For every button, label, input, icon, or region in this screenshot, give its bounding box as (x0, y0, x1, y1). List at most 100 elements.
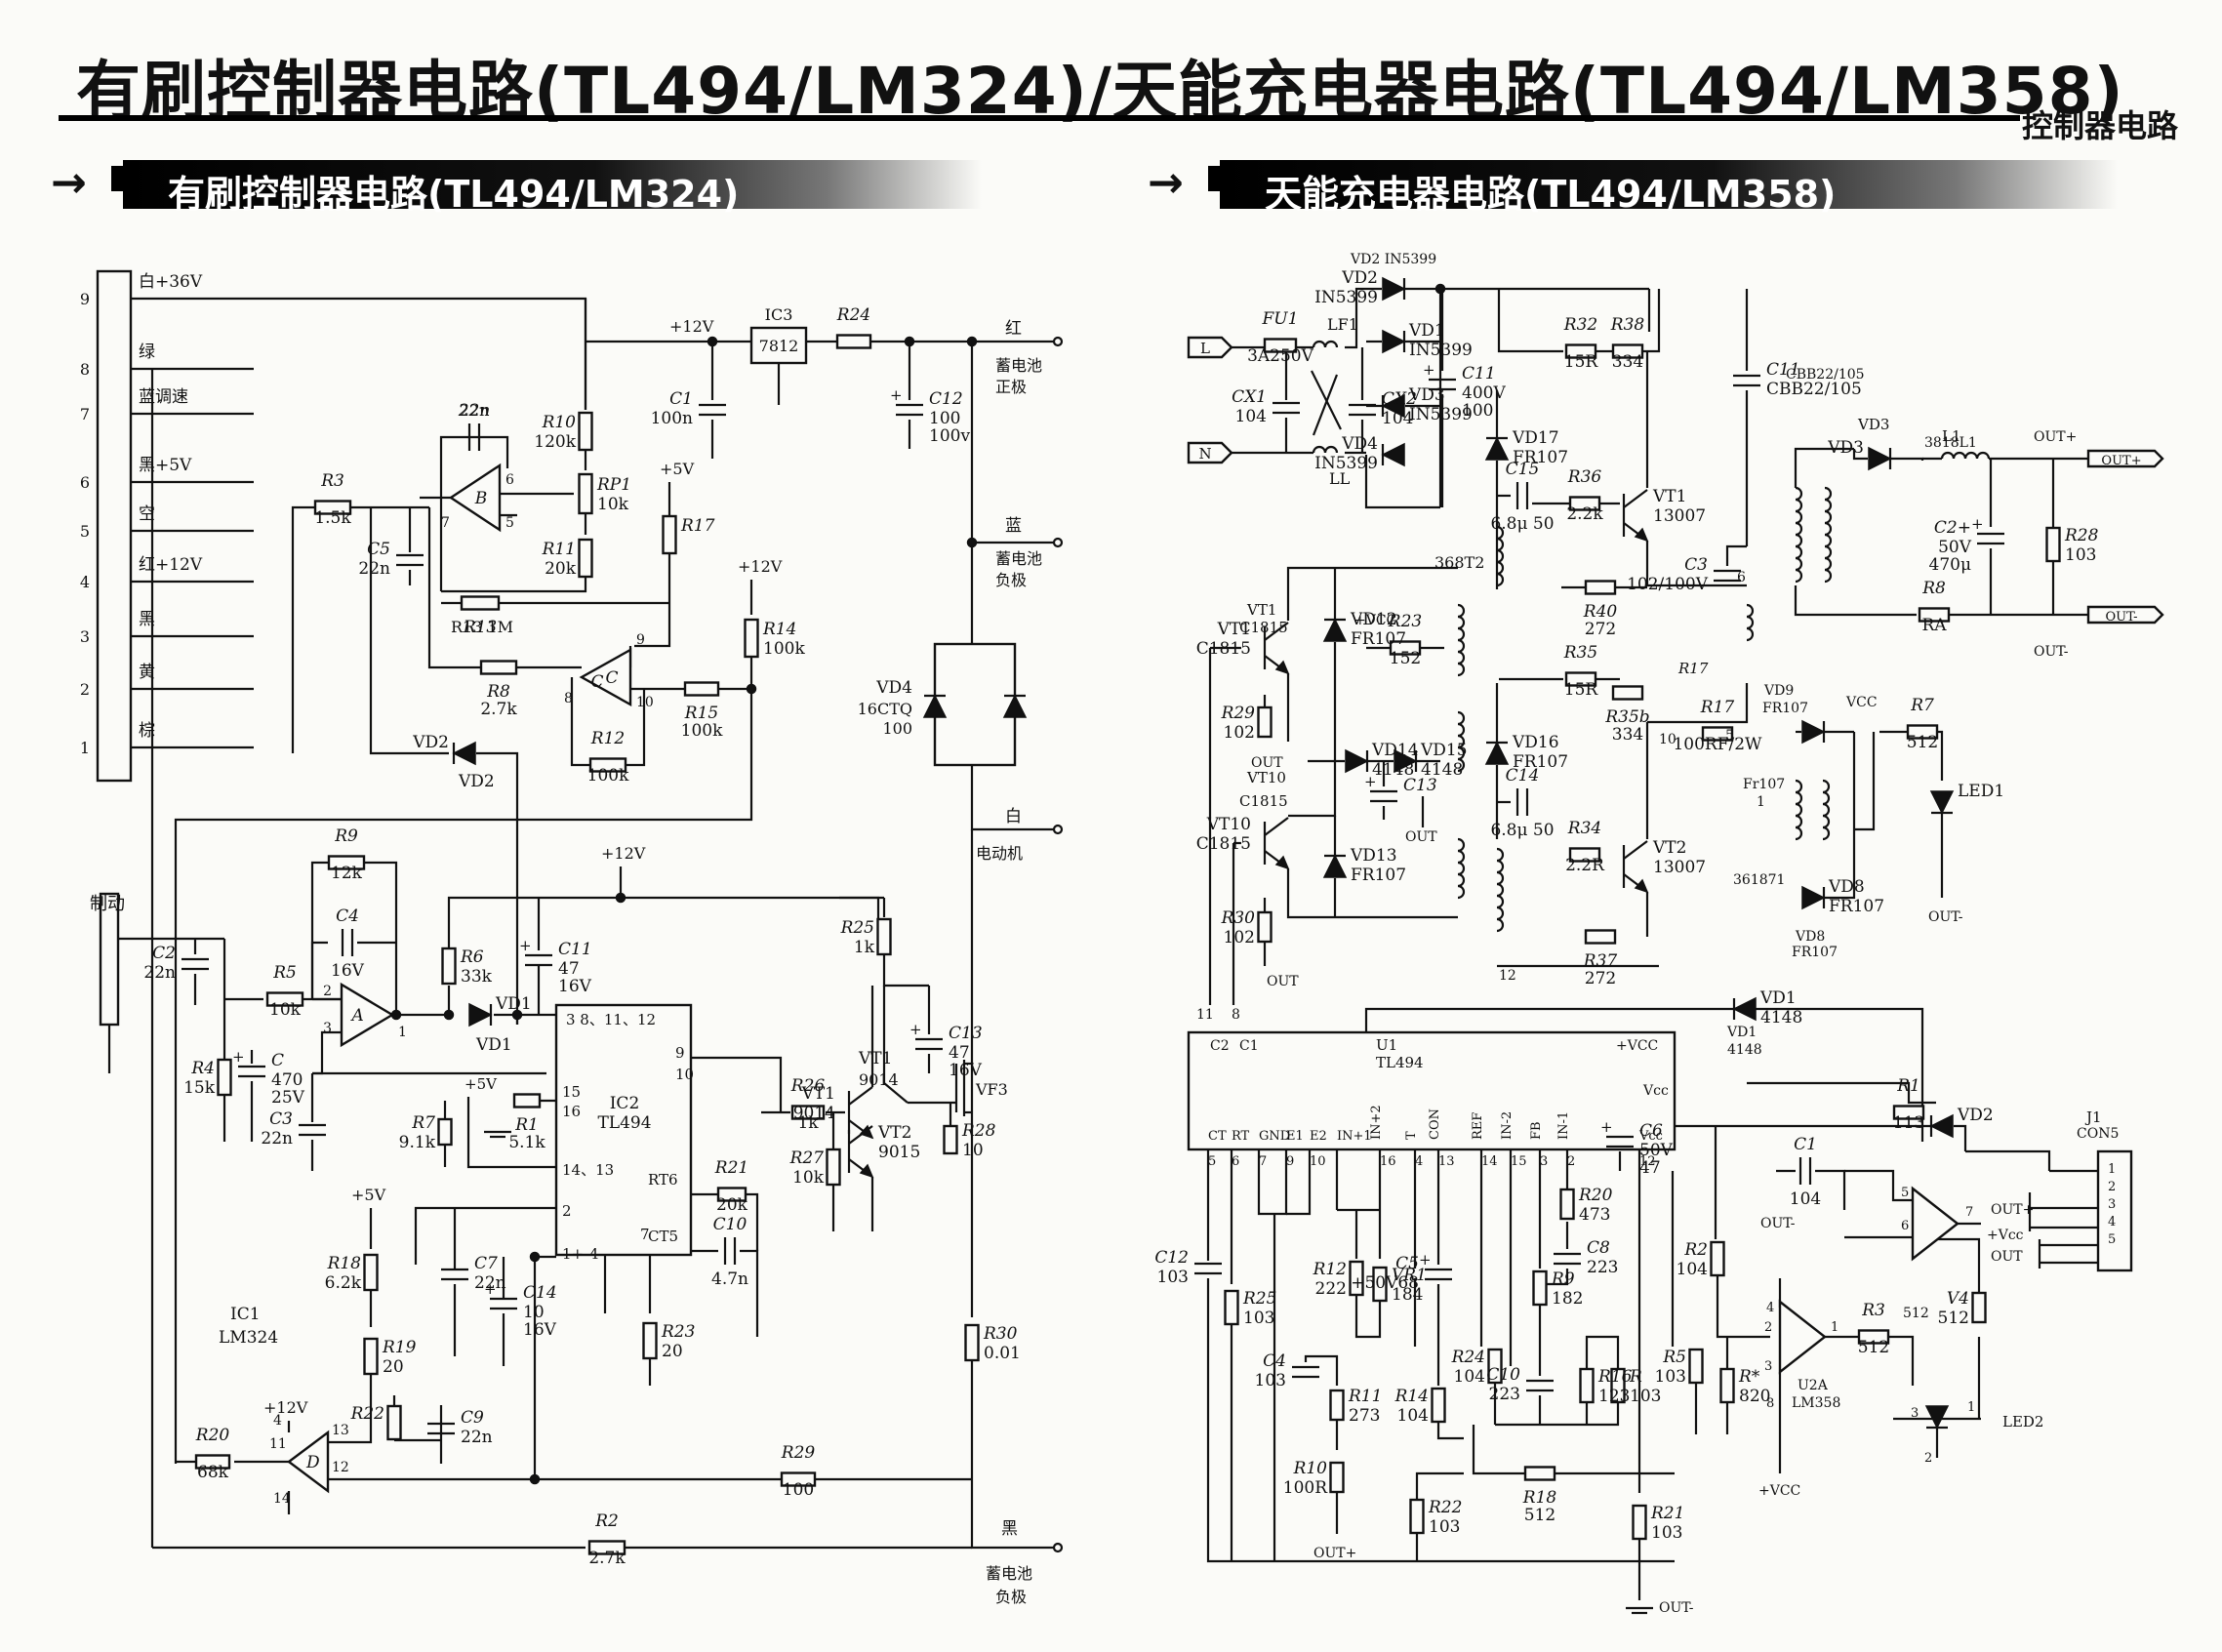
connector-label: OUT (1991, 1249, 2023, 1265)
component-value: 102 (1224, 928, 1255, 947)
component-value: 103 (1429, 1517, 1460, 1537)
wire-label: 负极 (995, 571, 1027, 589)
component-ref: C11 (1766, 360, 1800, 380)
component-value: 25V (271, 1088, 305, 1108)
component-ref: R22 (1428, 1498, 1462, 1517)
polarity: + (1364, 773, 1377, 790)
resistor (1918, 607, 1951, 623)
opamp-name: A (349, 1006, 363, 1026)
rail-label: +12V (669, 317, 714, 336)
component-ref: R20 (1578, 1186, 1613, 1205)
component-value: 10 (523, 1303, 545, 1322)
resistor (1857, 1329, 1890, 1345)
wire (1288, 761, 1337, 818)
wire-label: 正极 (995, 378, 1027, 396)
component-ref: R2 (1683, 1240, 1708, 1260)
arrow-right-icon: → (1148, 158, 1184, 208)
component-ref: VT10 (1206, 815, 1251, 834)
component-value: +50V68 (1351, 1273, 1419, 1293)
wire (1472, 1425, 1675, 1475)
component-ref: VF3 (975, 1080, 1008, 1099)
component-ref: R19 (382, 1338, 417, 1357)
component-ref: R30 (983, 1324, 1018, 1344)
component-value: 20k (716, 1195, 748, 1215)
diode (1322, 854, 1348, 878)
wire-label: 蓄电池 (995, 356, 1042, 375)
ic3-part: 7812 (759, 337, 799, 355)
component-ref: R11 (1348, 1387, 1382, 1406)
component-value: 22n (474, 1273, 506, 1293)
resistor (588, 757, 627, 773)
component-value: 10k (597, 495, 629, 514)
resistor (1257, 910, 1273, 944)
component-value: 1k (854, 938, 875, 957)
wire (1645, 541, 1747, 587)
component-ref: R27 (789, 1148, 825, 1168)
label: 6 (1737, 570, 1746, 585)
connector-pin-number: 6 (80, 473, 90, 492)
ic-pin-label: CT (1208, 1129, 1227, 1144)
ic3-name: IC3 (765, 305, 793, 324)
component-ref: C5 (367, 540, 390, 559)
component-value: 223 (1489, 1385, 1520, 1404)
component-ref: C14 (1506, 766, 1540, 786)
component-ref: R5 (272, 963, 297, 983)
connector-pin-label: 黄 (139, 663, 155, 682)
component-value: 470 (271, 1070, 303, 1090)
label: 10 (1659, 732, 1677, 747)
resistor (1906, 724, 1939, 740)
rail-label: +12V (601, 844, 646, 863)
component-value: 100 (882, 719, 912, 738)
component-value: 100n (651, 409, 693, 428)
component-value: 103 (2065, 545, 2096, 565)
label: 8 (1766, 1396, 1774, 1411)
ic-pin-label: GND (1259, 1129, 1290, 1144)
component-ref: VT1 (1246, 601, 1276, 619)
component-value: 103 (1630, 1387, 1661, 1406)
component-value: 103 (1655, 1367, 1686, 1387)
component-value: 2.2R (1565, 856, 1605, 875)
component-ref: C13 (1403, 776, 1437, 795)
label: OUT- (1659, 1600, 1694, 1616)
component-value: 103 (1651, 1523, 1682, 1543)
component-value: 50V (1639, 1141, 1674, 1160)
connector-pin-label: 红+12V (139, 555, 203, 575)
wire (365, 861, 398, 1015)
wire (291, 505, 314, 753)
component-ref: C10 (713, 1215, 747, 1234)
wire (691, 1056, 783, 1112)
wire (310, 861, 328, 999)
component-ref: R14 (1394, 1387, 1429, 1406)
component-ref: LF1 (1327, 315, 1358, 334)
wire (1844, 1169, 1913, 1202)
wire (1540, 1269, 1569, 1286)
ic3-regulator (749, 326, 808, 365)
wire (1852, 449, 1868, 461)
connector-pin-label: 棕 (139, 721, 155, 741)
connector-name: J1 (2084, 1108, 2102, 1126)
component-ref: C (271, 1051, 284, 1070)
label: 12 (332, 1460, 349, 1475)
connector-pin-number: 1 (80, 739, 90, 757)
component-value: CBB22/105 (1766, 380, 1862, 399)
component-ref: R24 (1451, 1348, 1485, 1367)
wire (1643, 289, 1661, 353)
component-ref: R10 (542, 413, 577, 432)
label: 1 (398, 1025, 407, 1040)
label: 10 (636, 695, 654, 710)
component-ref: CX2 (1382, 389, 1417, 409)
wire (882, 954, 929, 987)
component-value: 100RF/2W (1673, 735, 1762, 754)
ic-pin-label: C2 (1210, 1038, 1230, 1054)
resistor (876, 917, 892, 956)
component-value: 100k (681, 721, 723, 741)
label: 3 (1911, 1406, 1919, 1421)
resistor (683, 681, 720, 697)
component-ref: VD2 (412, 733, 449, 752)
component-value: CBB22/105 (1786, 367, 1865, 383)
label: 3 (323, 1021, 332, 1036)
resistor (2045, 526, 2061, 563)
label: +VCC (1758, 1483, 1800, 1499)
component-ref: R32 (1563, 315, 1597, 335)
component-ref: R25 (840, 918, 874, 938)
